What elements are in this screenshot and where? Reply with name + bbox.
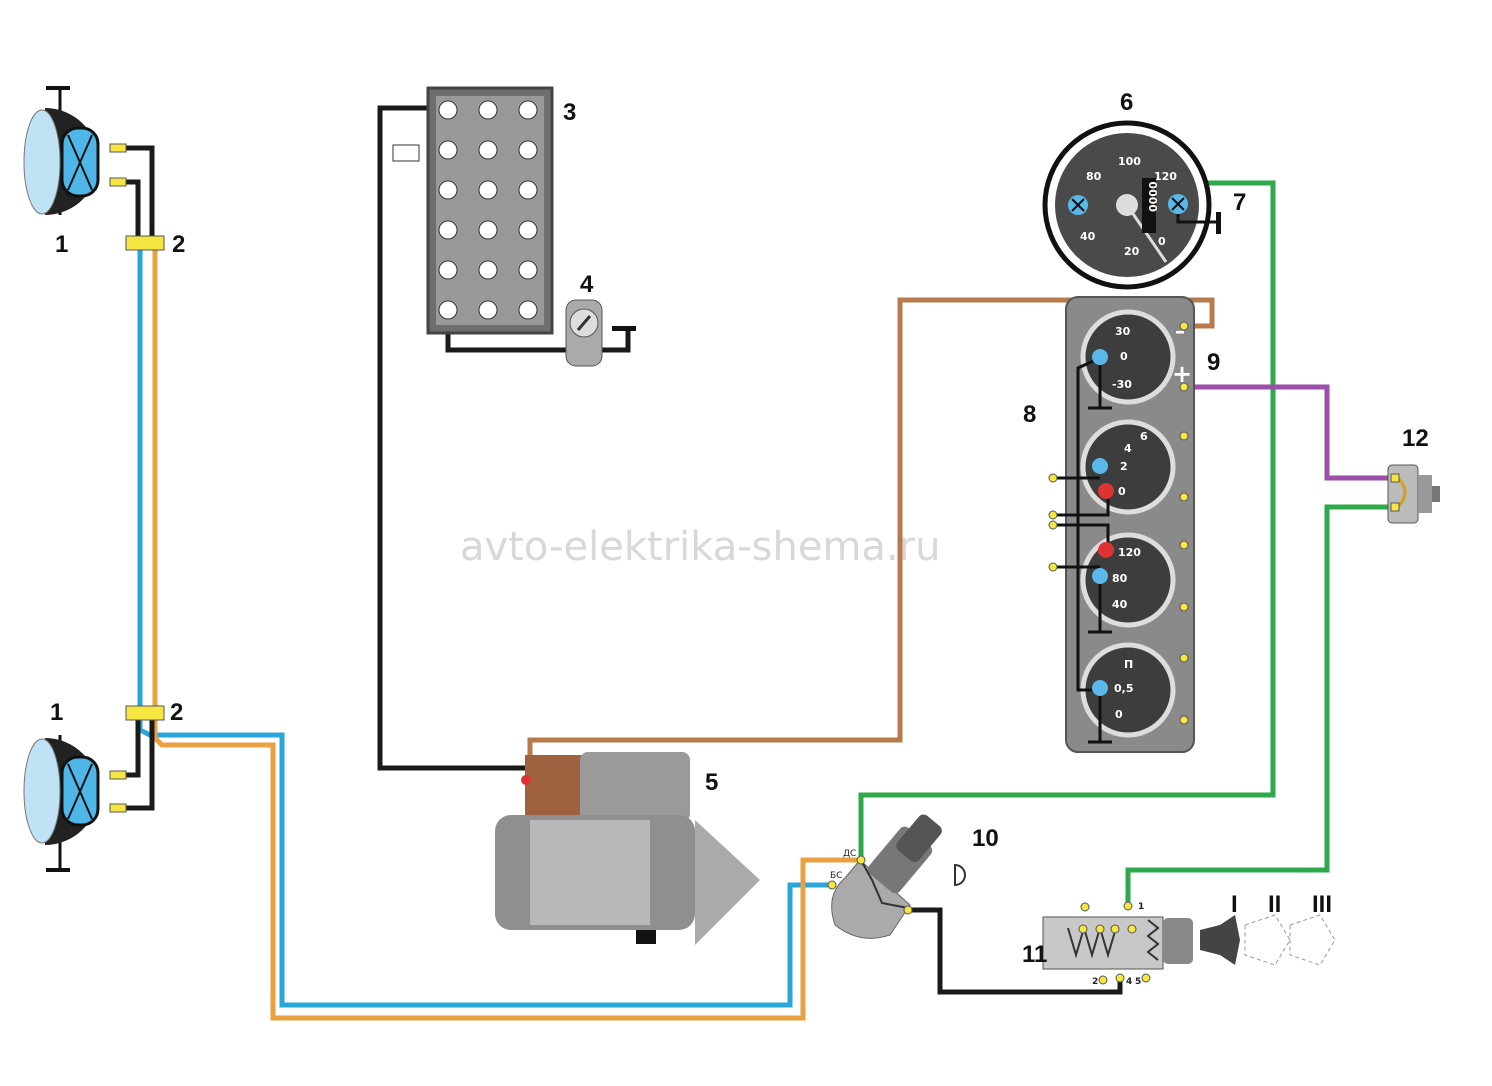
switch-12 xyxy=(1387,464,1440,524)
wire-green-lightswitch xyxy=(1125,504,1395,905)
wire-headlight-bottom xyxy=(110,720,141,778)
watermark: avto-elektrika-shema.ru xyxy=(460,524,940,570)
callout-3: 3 xyxy=(563,99,576,126)
position-III-label: III xyxy=(1312,891,1332,918)
terminal-5-label: 5 xyxy=(1135,977,1141,987)
temp-mark-40: 40 xyxy=(1112,598,1128,611)
ammeter xyxy=(1080,309,1176,405)
callout-5: 5 xyxy=(705,769,718,796)
battery-icon xyxy=(392,144,420,162)
callout-1-top: 1 xyxy=(55,231,68,258)
wire-purple xyxy=(1185,384,1395,481)
callout-4: 4 xyxy=(580,271,594,298)
callout-9: 9 xyxy=(1207,349,1220,376)
wire-headlight-top xyxy=(110,145,155,240)
callout-10: 10 xyxy=(972,825,999,852)
callout-8: 8 xyxy=(1023,401,1036,428)
terminal-bs-label: БС xyxy=(830,871,842,881)
battery xyxy=(392,86,554,335)
wire-blue-headlights xyxy=(137,250,832,1008)
fuel-mark-0: 0 xyxy=(1115,708,1123,721)
callouts: 1 1 2 2 3 4 5 6 7 8 9 10 11 12 xyxy=(50,89,1429,968)
wire-black-ignition-switch xyxy=(908,907,1123,995)
light-switch[interactable]: 1 2 4 5 I II III xyxy=(1042,891,1336,987)
knob-position-I xyxy=(1200,915,1240,965)
speed-mark-20: 20 xyxy=(1124,245,1140,258)
wire-orange-headlights xyxy=(152,250,860,1021)
callout-6: 6 xyxy=(1120,89,1133,116)
speed-mark-120: 120 xyxy=(1154,170,1177,183)
speedometer: 20 40 80 100 120 0 0000 xyxy=(1042,120,1221,290)
ammeter-plus: + xyxy=(1172,360,1192,388)
wire-brown xyxy=(527,297,1215,768)
speed-mark-0: 0 xyxy=(1158,235,1166,248)
terminal-4-label: 4 xyxy=(1126,977,1132,987)
callout-12: 12 xyxy=(1402,425,1429,452)
gauge-cluster: 30 0 -30 – + 0 2 4 6 40 80 120 0 0,5 П xyxy=(1048,296,1195,753)
speed-mark-80: 80 xyxy=(1086,170,1102,183)
ammeter-mark-neg30: -30 xyxy=(1112,378,1132,391)
terminal-ds-label: ДС xyxy=(843,849,856,859)
headlight-bottom xyxy=(23,735,127,872)
wire-battery-positive xyxy=(377,105,530,771)
position-II-label: II xyxy=(1268,891,1281,918)
odometer: 0000 xyxy=(1147,181,1160,212)
connector-top xyxy=(125,235,165,251)
callout-1-bottom: 1 xyxy=(50,699,63,726)
callout-7: 7 xyxy=(1233,189,1246,216)
position-I-label: I xyxy=(1231,891,1238,918)
oil-mark-6: 6 xyxy=(1140,430,1148,443)
ignition-switch[interactable]: ДС БС xyxy=(827,812,966,939)
ammeter-mark-0: 0 xyxy=(1120,350,1128,363)
terminal-1-label: 1 xyxy=(1138,902,1144,912)
oil-mark-2: 2 xyxy=(1120,460,1128,473)
oil-mark-0: 0 xyxy=(1118,485,1126,498)
speed-mark-100: 100 xyxy=(1118,155,1141,168)
callout-2-top: 2 xyxy=(172,231,185,258)
ammeter-minus: – xyxy=(1175,319,1185,343)
terminal-2-label: 2 xyxy=(1092,977,1098,987)
callout-11: 11 xyxy=(1022,941,1047,968)
ammeter-mark-30: 30 xyxy=(1115,325,1131,338)
starter xyxy=(495,752,760,945)
ground-switch xyxy=(565,299,636,367)
fuel-mark-half: 0,5 xyxy=(1114,682,1134,695)
headlight-symbol-icon xyxy=(954,863,966,887)
connector-bottom xyxy=(125,705,165,721)
headlight-top xyxy=(23,86,127,215)
temp-mark-120: 120 xyxy=(1118,546,1141,559)
oil-mark-4: 4 xyxy=(1124,442,1132,455)
temp-mark-80: 80 xyxy=(1112,572,1128,585)
fuel-mark-full: П xyxy=(1124,658,1133,671)
speed-mark-40: 40 xyxy=(1080,230,1096,243)
wire-headlight-top-2 xyxy=(110,179,141,240)
callout-2-bottom: 2 xyxy=(170,699,183,726)
